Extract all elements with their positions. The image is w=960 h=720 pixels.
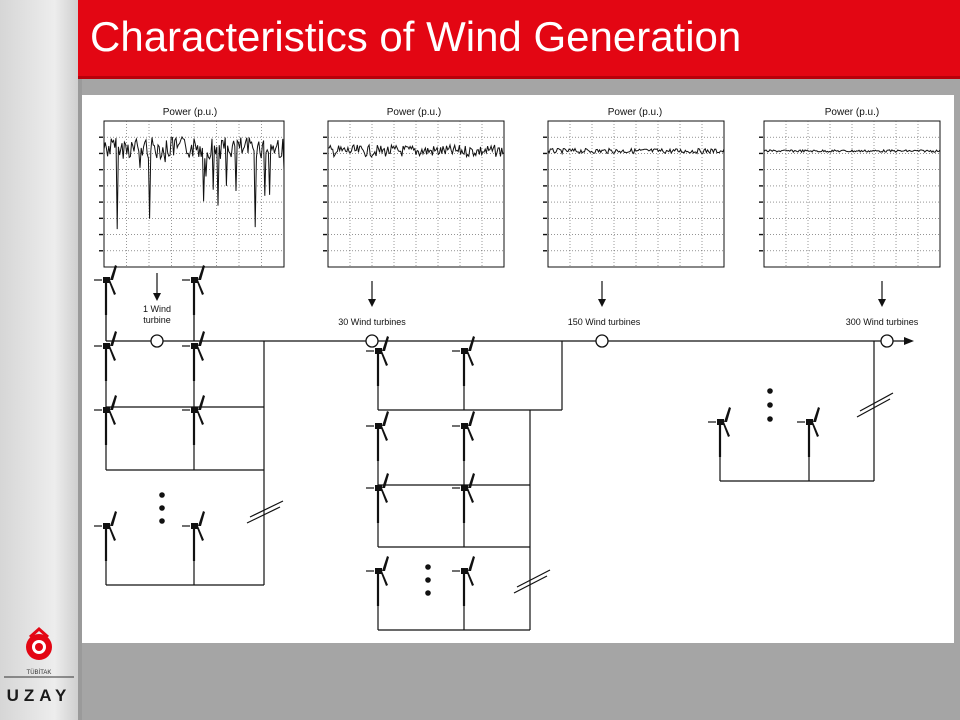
power-trace: [547, 147, 725, 156]
measurement-arrows: [153, 273, 886, 307]
label-1-wind-turbine-line2: turbine: [143, 315, 171, 325]
label-150-wind-turbines: 150 Wind turbines: [568, 317, 641, 327]
wind-aggregation-diagram: Power (p.u.) Power (p.u.) Power (p.u.) P…: [82, 95, 954, 643]
tubitak-logo-icon: [4, 626, 74, 678]
label-300-wind-turbines: 300 Wind turbines: [846, 317, 919, 327]
plot-title: Power (p.u.): [163, 107, 217, 118]
measurement-points: [150, 334, 894, 348]
power-trace: [327, 143, 505, 159]
power-trace: [763, 148, 941, 154]
turbine-icons-group-3: [706, 405, 822, 459]
power-trace: [103, 135, 285, 230]
ellipsis-dots-group-1: [159, 492, 165, 524]
turbine-group-3-wiring: [719, 341, 894, 482]
ellipsis-dots-group-3: [767, 388, 773, 422]
power-plot-30-turbines: Power (p.u.): [323, 107, 505, 268]
logo-name: TÜBİTAK: [26, 670, 52, 676]
power-plot-300-turbines: Power (p.u.): [759, 107, 941, 268]
label-1-wind-turbine-line1: 1 Wind: [143, 304, 171, 314]
title-bar: Characteristics of Wind Generation: [78, 0, 960, 79]
page-title: Characteristics of Wind Generation: [90, 13, 742, 60]
left-sidebar: [0, 0, 78, 720]
main-bus-line: [105, 309, 914, 345]
ellipsis-dots-group-2: [425, 564, 431, 596]
plot-title: Power (p.u.): [825, 107, 879, 118]
power-plot-1-turbine: Power (p.u.): [99, 107, 285, 268]
label-30-wind-turbines: 30 Wind turbines: [338, 317, 406, 327]
plot-title: Power (p.u.): [387, 107, 441, 118]
logo-text: UZAY: [6, 686, 72, 705]
plot-title: Power (p.u.): [608, 107, 662, 118]
turbine-icons-group-2: [364, 334, 477, 608]
sidebar-divider: [78, 0, 82, 720]
power-plot-150-turbines: Power (p.u.): [543, 107, 725, 268]
